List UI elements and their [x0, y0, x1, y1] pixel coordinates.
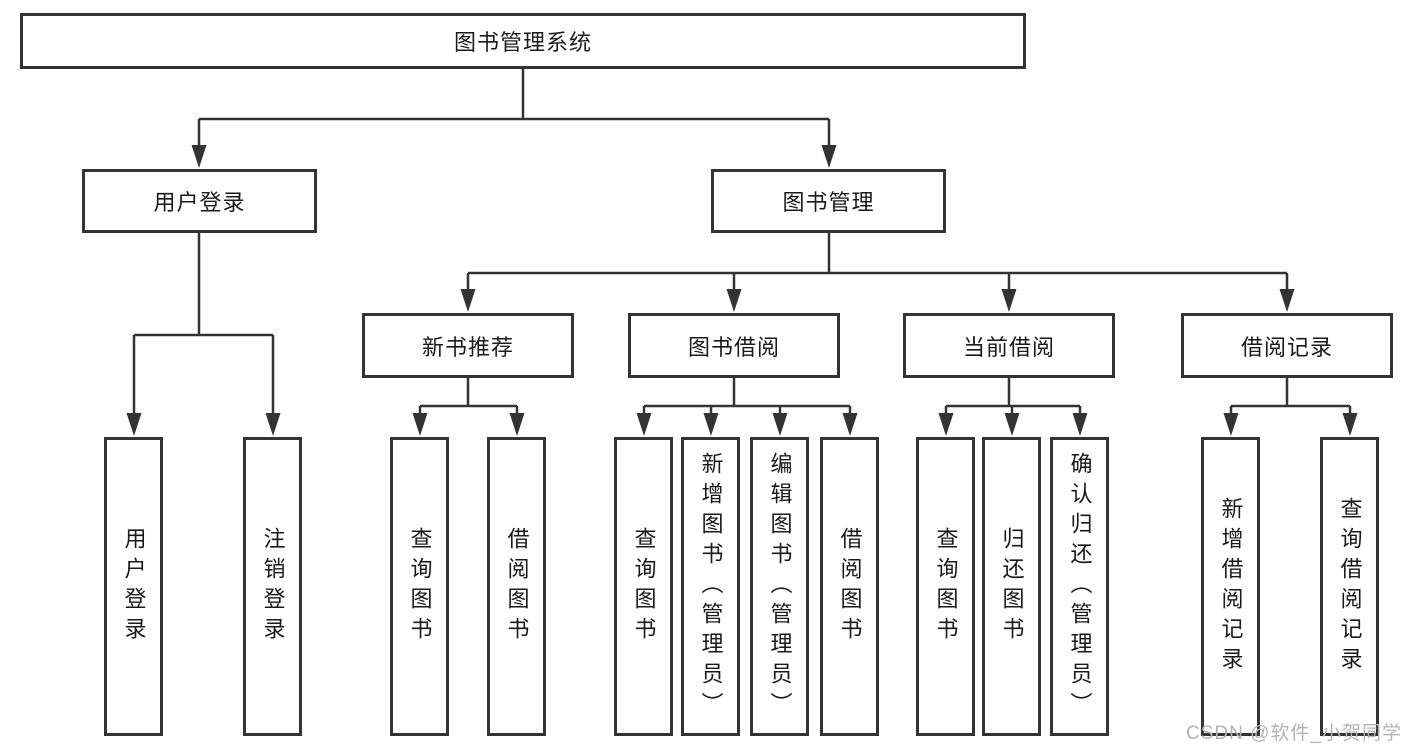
connector-borrow-record-children	[1223, 378, 1358, 436]
node-user-login: 用户登录	[82, 169, 317, 233]
node-root-system-label: 图书管理系统	[453, 30, 592, 55]
connector-user-login-children	[126, 233, 281, 436]
node-borrow-record-label: 借阅记录	[1240, 334, 1333, 360]
leaf-logout-label: 注销登录	[260, 526, 286, 647]
connector-root-to-level1	[191, 69, 837, 168]
leaf-query-books-borrow: 查询图书	[614, 437, 673, 736]
leaf-query-books-current-label: 查询图书	[933, 526, 959, 647]
leaf-borrow-books: 借阅图书	[820, 437, 879, 736]
node-new-book-recommend: 新书推荐	[362, 313, 574, 378]
node-book-borrow: 图书借阅	[628, 313, 840, 378]
leaf-confirm-return-admin: 确认归还（管理员）	[1050, 437, 1109, 736]
node-borrow-record: 借阅记录	[1181, 313, 1393, 378]
node-book-management-label: 图书管理	[782, 190, 875, 215]
leaf-query-borrow-record-label: 查询借阅记录	[1337, 496, 1363, 677]
node-book-management: 图书管理	[711, 169, 946, 233]
leaf-edit-books-admin: 编辑图书（管理员）	[750, 437, 809, 736]
leaf-user-login-label: 用户登录	[121, 526, 147, 647]
connector-current-borrow-children	[938, 378, 1088, 436]
leaf-borrow-books-recommend-label: 借阅图书	[504, 526, 530, 647]
node-current-borrow-label: 当前借阅	[962, 334, 1055, 360]
leaf-borrow-books-label: 借阅图书	[837, 526, 863, 647]
node-new-book-recommend-label: 新书推荐	[421, 334, 514, 360]
leaf-add-borrow-record: 新增借阅记录	[1201, 437, 1260, 736]
leaf-query-books-recommend-label: 查询图书	[407, 526, 433, 647]
leaf-query-books-borrow-label: 查询图书	[631, 526, 657, 647]
leaf-query-borrow-record: 查询借阅记录	[1320, 437, 1379, 736]
leaf-user-login: 用户登录	[104, 437, 163, 736]
leaf-return-books: 归还图书	[982, 437, 1041, 736]
node-user-login-label: 用户登录	[153, 190, 246, 215]
leaf-edit-books-admin-label: 编辑图书（管理员）	[767, 451, 793, 722]
leaf-add-borrow-record-label: 新增借阅记录	[1218, 496, 1244, 677]
connector-new-book-recommend-children	[412, 378, 525, 436]
leaf-query-books-current: 查询图书	[916, 437, 975, 736]
leaf-query-books-recommend: 查询图书	[390, 437, 449, 736]
node-current-borrow: 当前借阅	[903, 313, 1115, 378]
node-root-system: 图书管理系统	[20, 13, 1026, 69]
node-book-borrow-label: 图书借阅	[687, 334, 780, 360]
leaf-logout: 注销登录	[243, 437, 302, 736]
leaf-return-books-label: 归还图书	[999, 526, 1025, 647]
connector-book-management-children	[460, 233, 1295, 312]
leaf-borrow-books-recommend: 借阅图书	[487, 437, 546, 736]
leaf-add-books-admin: 新增图书（管理员）	[681, 437, 740, 736]
leaf-confirm-return-admin-label: 确认归还（管理员）	[1067, 451, 1093, 722]
connector-book-borrow-children	[636, 378, 858, 436]
csdn-watermark: CSDN @软件_小贺同学	[1186, 723, 1402, 744]
leaf-add-books-admin-label: 新增图书（管理员）	[698, 451, 724, 722]
